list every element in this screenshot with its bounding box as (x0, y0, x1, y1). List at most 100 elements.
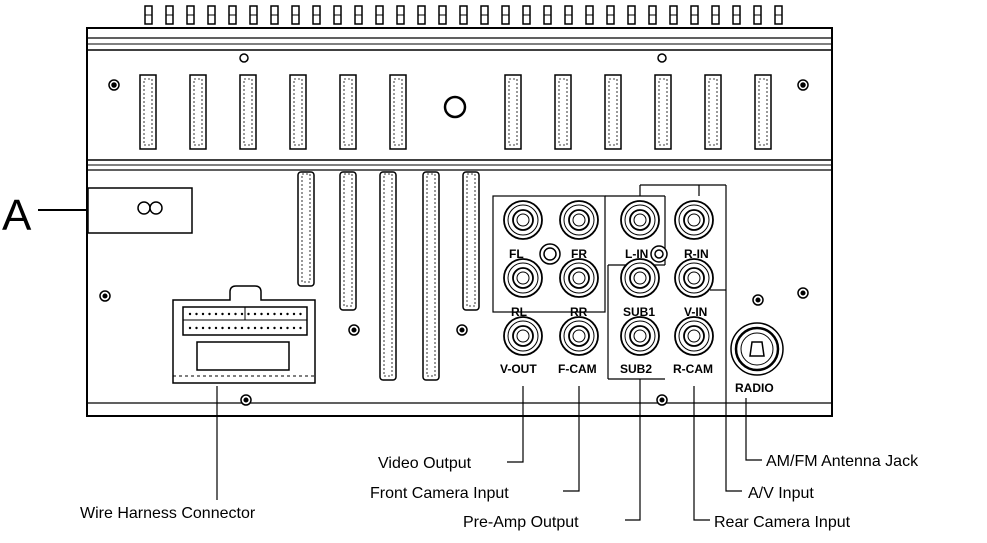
pin (253, 326, 257, 330)
rca-jack (620, 200, 660, 240)
pin (188, 312, 192, 316)
leader-lines (216, 290, 762, 521)
heatsink-slot (604, 74, 622, 150)
heatsink-slot (704, 74, 722, 150)
heatsink-slot (754, 74, 772, 150)
fin (648, 5, 657, 25)
fin (669, 5, 678, 25)
pin (195, 326, 198, 330)
jack-label-rl: RL (511, 305, 527, 319)
pin (214, 326, 218, 330)
fin (270, 5, 279, 25)
pin (260, 312, 263, 316)
fin (627, 5, 636, 25)
fin (144, 5, 153, 25)
ground-post (539, 243, 668, 265)
pin (214, 312, 218, 316)
pin (240, 312, 244, 316)
rca-jack (559, 316, 599, 356)
pin (279, 312, 283, 316)
jack-label-radio: RADIO (735, 381, 774, 395)
vertical-fin (422, 171, 440, 381)
jack-label-rr: RR (570, 305, 588, 319)
pin (201, 312, 205, 316)
pin (260, 326, 263, 330)
heatsink-slot (504, 74, 522, 150)
callout-front-camera-input: Front Camera Input (370, 485, 509, 502)
pin (234, 326, 237, 330)
jack-label-r-cam: R-CAM (673, 362, 713, 376)
jack-label-f-cam: F-CAM (558, 362, 597, 376)
heatsink-slot (289, 74, 307, 150)
pin (247, 312, 250, 316)
fin (690, 5, 699, 25)
rca-jack (674, 258, 714, 298)
callout-antenna-jack: AM/FM Antenna Jack (766, 453, 919, 470)
pin (240, 326, 244, 330)
pin (286, 312, 289, 316)
vertical-fin (379, 171, 397, 381)
heatsink-slot (239, 74, 257, 150)
fin (753, 5, 762, 25)
vertical-fin (462, 171, 480, 311)
fin (417, 5, 426, 25)
fin (291, 5, 300, 25)
heatsink-slot (189, 74, 207, 150)
pin (299, 312, 302, 316)
rca-jack (559, 200, 599, 240)
jack-label-fl: FL (509, 247, 524, 261)
top-fins (144, 5, 783, 25)
jack-label-sub1: SUB1 (623, 305, 655, 319)
fin (228, 5, 237, 25)
fin (375, 5, 384, 25)
jack-label-fr: FR (571, 247, 587, 261)
pin (292, 326, 296, 330)
rca-jack (620, 316, 660, 356)
harness-pins (188, 312, 302, 330)
wire-harness-connector (172, 285, 316, 384)
pin (208, 312, 211, 316)
pin (266, 326, 270, 330)
callout-pre-amp-output: Pre-Amp Output (463, 514, 579, 531)
fin (732, 5, 741, 25)
heatsink-slots (139, 74, 772, 150)
pin (195, 312, 198, 316)
pin (279, 326, 283, 330)
pin (247, 326, 250, 330)
heatsink-slot (339, 74, 357, 150)
fin (333, 5, 342, 25)
fin (207, 5, 216, 25)
vertical-fin (339, 171, 357, 311)
rca-jack (674, 316, 714, 356)
rca-jack (503, 316, 543, 356)
fin (711, 5, 720, 25)
pin (227, 312, 231, 316)
fin (186, 5, 195, 25)
callout-video-output: Video Output (378, 455, 472, 472)
bracket-a (38, 187, 193, 234)
fin (501, 5, 510, 25)
pin (292, 312, 296, 316)
rca-jack (503, 258, 543, 298)
fin (543, 5, 552, 25)
heatsink-slot (654, 74, 672, 150)
pin (273, 326, 276, 330)
marker-a: A (2, 191, 32, 240)
rca-jack (620, 258, 660, 298)
pin (253, 312, 257, 316)
pin (221, 326, 224, 330)
fin (312, 5, 321, 25)
vertical-fin (297, 171, 315, 287)
pin (188, 326, 192, 330)
callout-rear-camera-input: Rear Camera Input (714, 514, 851, 531)
pin (227, 326, 231, 330)
pin (286, 326, 289, 330)
rca-jack (503, 200, 543, 240)
jack-label-r-in: R-IN (684, 247, 709, 261)
fin (480, 5, 489, 25)
heatsink-slot (389, 74, 407, 150)
rca-jack (674, 200, 714, 240)
heatsink-slot (554, 74, 572, 150)
rca-jack (559, 258, 599, 298)
